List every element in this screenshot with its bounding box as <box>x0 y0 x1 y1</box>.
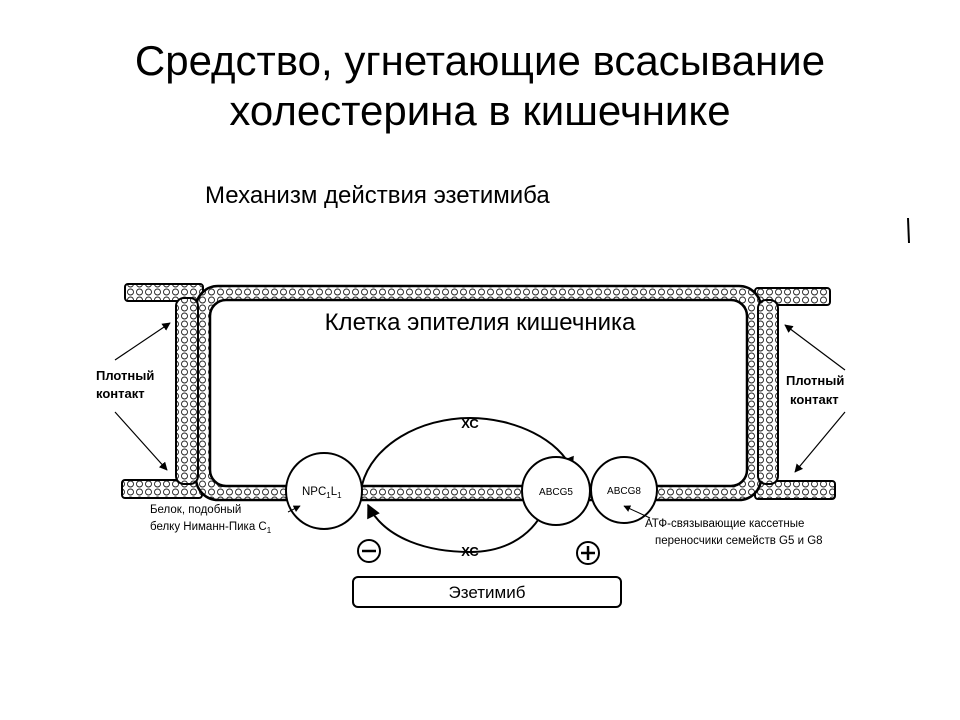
tight-junction-left-line2: контакт <box>96 386 145 401</box>
ezetimibe-box: Эзетимиб <box>352 576 622 608</box>
xc-top-label: ХС <box>461 416 479 431</box>
abc-desc-line1: АТФ-связывающие кассетные <box>645 518 804 530</box>
tight-junction-left <box>175 297 199 485</box>
subtitle: Механизм действия эзетимиба <box>205 182 550 209</box>
abcg5-label: ABCG5 <box>539 487 573 498</box>
cholesterol-cycle: ХС ХС <box>361 416 574 559</box>
tight-junction-right-label: Плотный контакт <box>784 324 846 473</box>
plus-sign <box>576 541 600 565</box>
npc-description: Белок, подобный белку Ниманн-Пика С1 <box>150 504 301 535</box>
tight-junction-right-line2: контакт <box>790 392 839 407</box>
page-title: Средство, угнетающие всасывание холестер… <box>0 36 960 136</box>
cell-label: Клетка эпителия кишечника <box>325 309 636 336</box>
arrow-right-down <box>794 411 846 473</box>
npc-label: NPC1L1 <box>302 486 342 500</box>
abcg5-transporter: ABCG5 <box>521 456 591 526</box>
cycle-arrow-bottom <box>367 503 546 554</box>
npc-desc-line1: Белок, подобный <box>150 504 241 516</box>
abc-desc-line2: переносчики семейств G5 и G8 <box>655 535 823 547</box>
cycle-arrow-top <box>361 416 574 486</box>
abc-description: АТФ-связывающие кассетные переносчики се… <box>623 505 823 547</box>
title-line-2: холестерина в кишечнике <box>229 87 731 134</box>
tight-junction-left-line1: Плотный <box>96 368 154 383</box>
ezetimibe-label: Эзетимиб <box>449 583 526 602</box>
minus-sign <box>357 539 381 563</box>
abcg8-transporter: ABCG8 <box>590 456 658 524</box>
arrow-right-up <box>784 324 846 371</box>
tight-junction-left-label: Плотный контакт <box>96 322 171 471</box>
arrow-left-down <box>114 411 168 471</box>
abc-pointer <box>623 505 651 519</box>
tight-junction-right-line1: Плотный <box>786 373 844 388</box>
npc1l1-transporter: NPC1L1 <box>285 452 363 530</box>
arrow-left-up <box>114 322 171 361</box>
tight-junction-right <box>757 299 779 485</box>
npc-desc-line2: белку Ниманн-Пика С1 <box>150 521 272 535</box>
title-line-1: Средство, угнетающие всасывание <box>134 37 826 84</box>
npc-pointer <box>287 505 301 513</box>
xc-bottom-label: ХС <box>461 544 479 559</box>
stray-mark <box>907 217 910 244</box>
abcg8-label: ABCG8 <box>607 486 641 497</box>
